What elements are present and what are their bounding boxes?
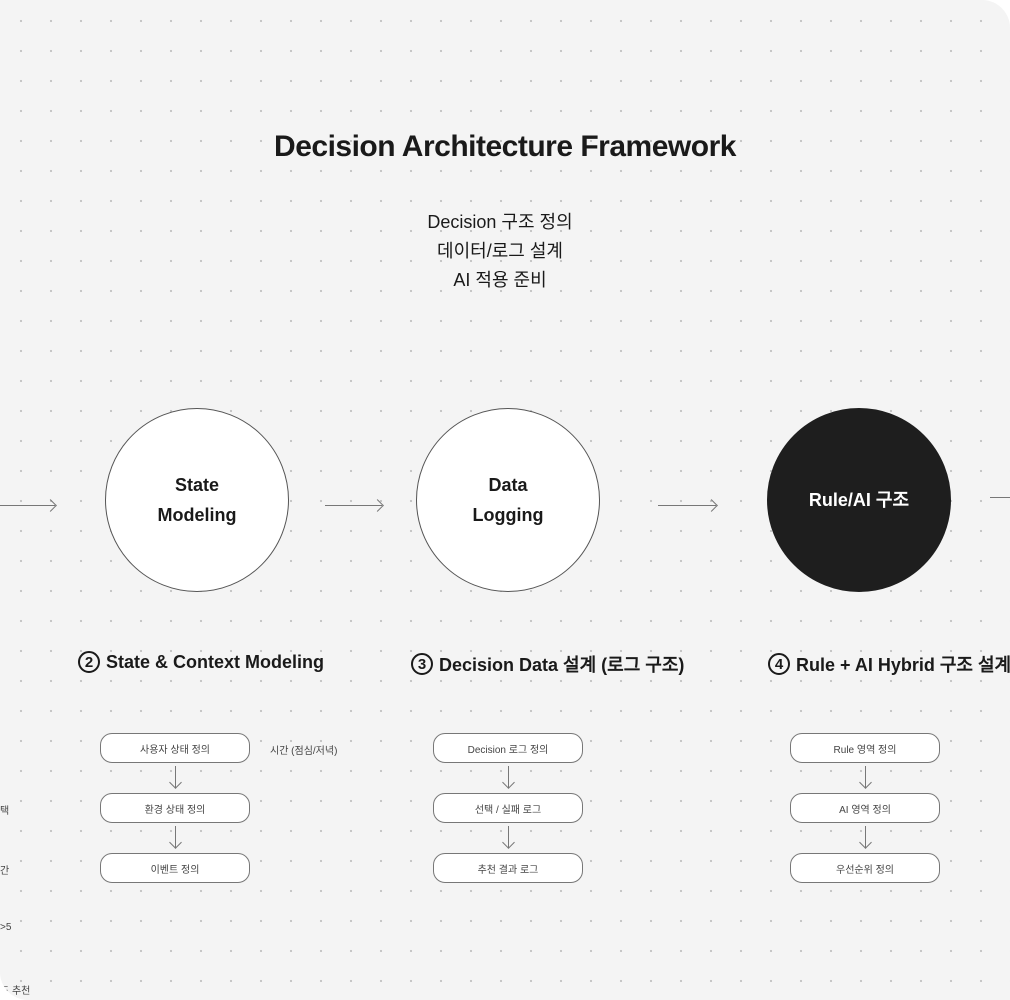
arrow-down bbox=[508, 826, 509, 848]
arrow-right bbox=[0, 505, 55, 506]
section-title-text: Decision Data 설계 (로그 구조) bbox=[439, 655, 685, 675]
flow-box: 우선순위 정의 bbox=[790, 853, 940, 883]
section-title-2: 2 State & Context Modeling bbox=[78, 651, 324, 673]
flow-box: Rule 영역 정의 bbox=[790, 733, 940, 763]
flow-box: AI 영역 정의 bbox=[790, 793, 940, 823]
section-title-text: State & Context Modeling bbox=[106, 651, 325, 672]
arrow-right bbox=[325, 505, 382, 506]
circle-rule-ai: Rule/AI 구조 bbox=[767, 408, 951, 592]
circle-label: State bbox=[174, 475, 219, 495]
arrow-down bbox=[508, 766, 509, 788]
clipped-text: 간 bbox=[0, 866, 10, 877]
diagram-title: Decision Architecture Framework bbox=[274, 130, 736, 163]
flow-box: 이벤트 정의 bbox=[100, 853, 250, 883]
flow-box: 환경 상태 정의 bbox=[100, 793, 250, 823]
arrow-down bbox=[865, 766, 866, 788]
step-number: 3 bbox=[411, 653, 433, 675]
flow-box: 선택 / 실패 로그 bbox=[433, 793, 583, 823]
arrow-right bbox=[658, 505, 716, 506]
section-title-3: 3 Decision Data 설계 (로그 구조) bbox=[411, 651, 684, 677]
flow-box: Decision 로그 정의 bbox=[433, 733, 583, 763]
step-number: 4 bbox=[768, 653, 790, 675]
flow-box: 추천 결과 로그 bbox=[433, 853, 583, 883]
side-note: 시간 (점심/저녁) bbox=[270, 746, 338, 757]
circle-label: Logging bbox=[472, 505, 544, 525]
circle-label: Rule/AI 구조 bbox=[808, 490, 910, 510]
subtitle-line: 데이터/로그 설계 bbox=[437, 241, 563, 261]
section-title-text: Rule + AI Hybrid 구조 설계 bbox=[796, 655, 1010, 675]
clipped-text: 택 bbox=[0, 806, 10, 817]
step-number: 2 bbox=[78, 651, 100, 673]
circle-label: Data bbox=[488, 475, 528, 495]
flow-box: 사용자 상태 정의 bbox=[100, 733, 250, 763]
clipped-text: 드 추천 bbox=[0, 986, 31, 997]
arrow-down bbox=[175, 826, 176, 848]
clipped-text: >5 bbox=[0, 922, 12, 933]
subtitle-line: AI 적용 준비 bbox=[453, 270, 547, 290]
subtitle-line: Decision 구조 정의 bbox=[427, 212, 573, 232]
arrow-down bbox=[865, 826, 866, 848]
section-title-4: 4 Rule + AI Hybrid 구조 설계 bbox=[768, 651, 1010, 677]
arrow-down bbox=[175, 766, 176, 788]
arrow-right bbox=[990, 497, 1010, 498]
circle-label: Modeling bbox=[157, 505, 237, 525]
